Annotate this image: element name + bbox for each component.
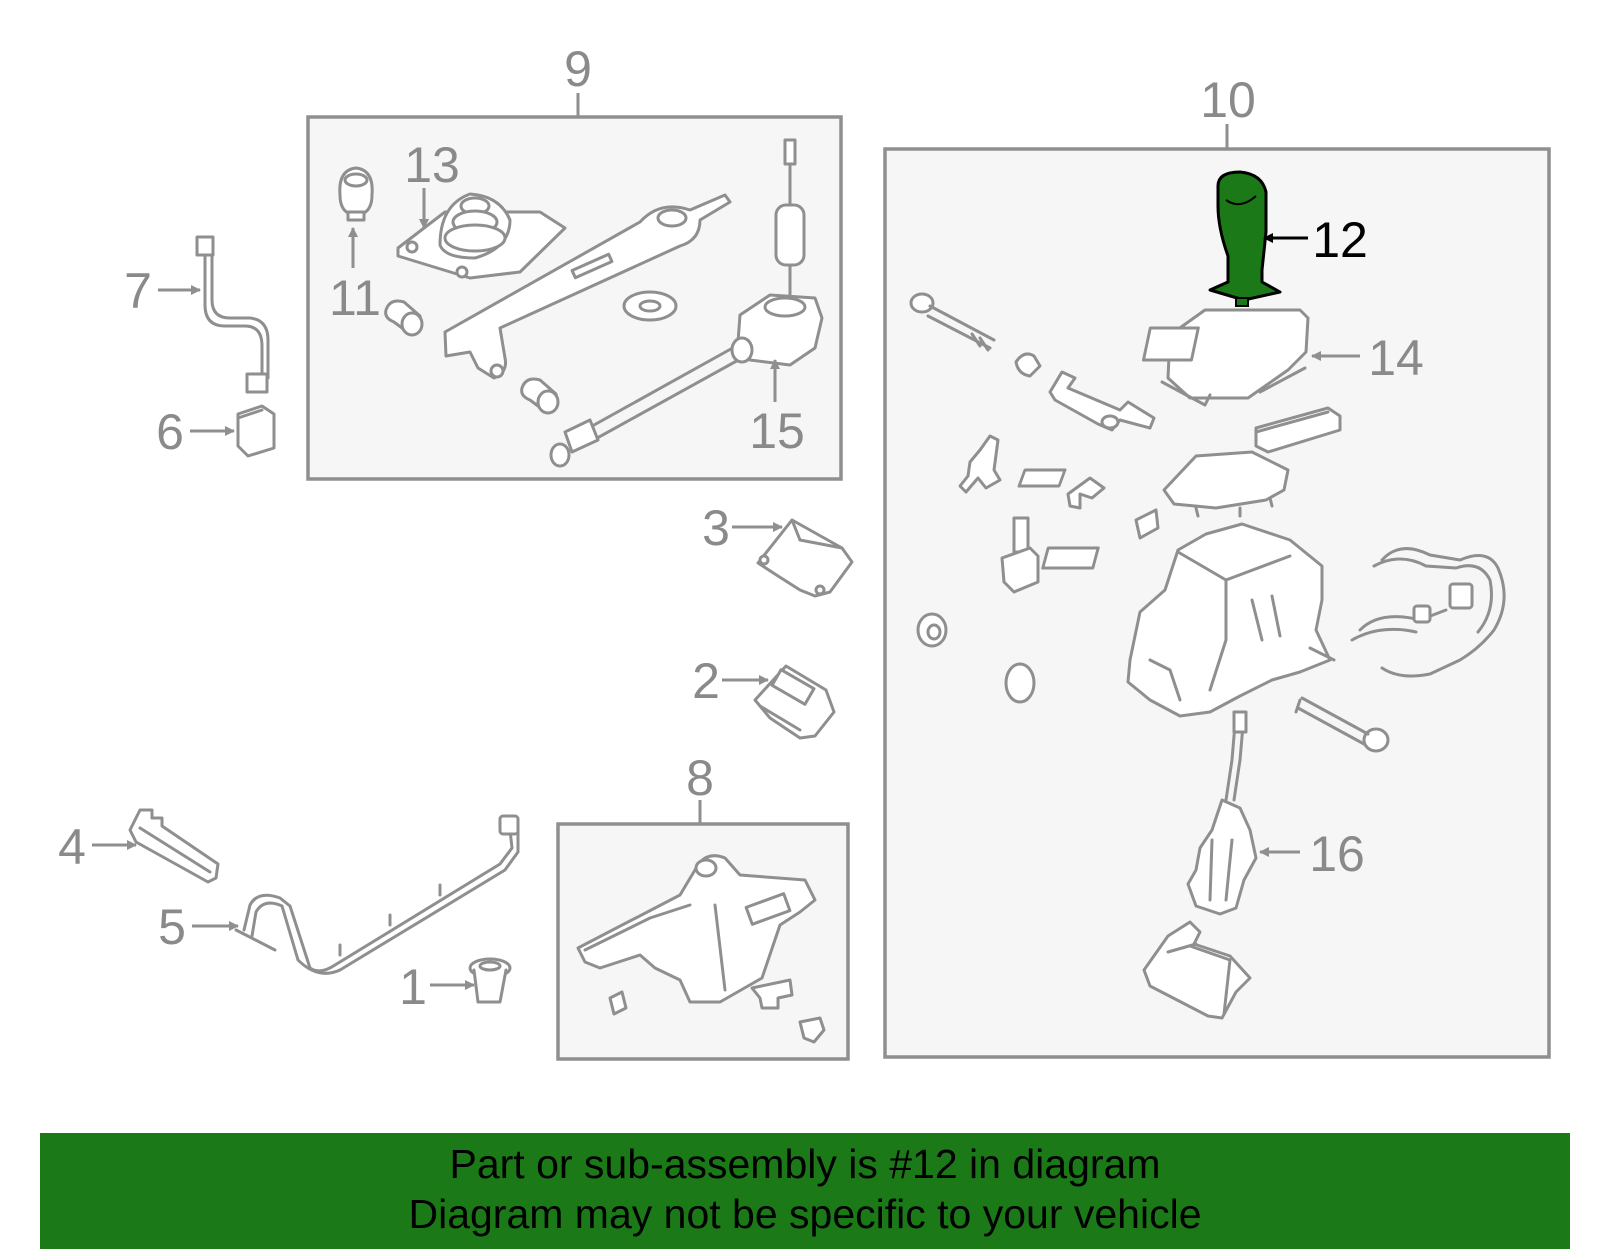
grommet xyxy=(622,290,678,322)
switch xyxy=(1000,516,1040,594)
callout-2: 2 xyxy=(692,653,720,709)
bracket-small-b xyxy=(1066,476,1106,510)
callout-5: 5 xyxy=(158,899,186,955)
callout-9: 9 xyxy=(564,41,592,97)
callout-1: 1 xyxy=(399,959,427,1015)
callout-10: 10 xyxy=(1200,72,1256,128)
callout-12: 12 xyxy=(1312,212,1368,268)
small-clip xyxy=(1014,352,1042,378)
callout-16: 16 xyxy=(1309,826,1365,882)
cover-block xyxy=(1254,406,1342,454)
bushing-lower xyxy=(520,377,560,415)
part-8-parking-brake-assembly xyxy=(576,854,826,1044)
banner-line-2: Diagram may not be specific to your vehi… xyxy=(408,1191,1202,1237)
callout-11: 11 xyxy=(329,270,381,326)
callout-6: 6 xyxy=(156,404,184,460)
callout-13: 13 xyxy=(404,137,460,193)
o-ring xyxy=(1004,662,1036,704)
shift-lever-bracket xyxy=(443,193,732,380)
callout-3: 3 xyxy=(702,500,730,556)
part-7-wiring-harness xyxy=(195,235,270,394)
part-6-connector xyxy=(236,404,276,458)
callout-7: 7 xyxy=(124,263,152,319)
banner-line-1: Part or sub-assembly is #12 in diagram xyxy=(449,1141,1161,1187)
bolt-long xyxy=(909,292,996,352)
shifter-housing xyxy=(1041,522,1336,718)
part-12-shift-knob-highlighted xyxy=(1208,170,1282,307)
callout-4: 4 xyxy=(58,819,86,875)
part-15-shifter-cable-assembly xyxy=(549,138,824,468)
part-4-bracket xyxy=(128,808,220,884)
bolt-right xyxy=(1294,696,1390,753)
part-14-shift-bezel xyxy=(1141,308,1310,407)
part-16-shift-lever-cable xyxy=(1186,710,1258,916)
wire-harness-right xyxy=(1350,547,1506,678)
indicator-plate xyxy=(1017,450,1290,518)
callout-14: 14 xyxy=(1368,330,1424,386)
part-11-shift-knob xyxy=(338,166,374,222)
callout-8: 8 xyxy=(686,750,714,806)
lower-bracket xyxy=(1142,920,1252,1020)
part-1-clip xyxy=(468,957,512,1004)
callout-15: 15 xyxy=(749,403,805,459)
assembly-box-9: 9 xyxy=(306,41,843,481)
part-5-cable xyxy=(234,814,520,975)
bracket-upper xyxy=(1048,370,1156,432)
part-13-shift-boot-plate xyxy=(396,192,567,280)
nut xyxy=(916,612,948,648)
clip-small xyxy=(1134,508,1160,540)
part-3-control-module xyxy=(756,518,854,598)
bracket-small-a xyxy=(958,434,1002,494)
part-2-module xyxy=(753,664,836,740)
bushing-upper xyxy=(384,299,424,337)
info-banner: Part or sub-assembly is #12 in diagram D… xyxy=(40,1133,1570,1249)
